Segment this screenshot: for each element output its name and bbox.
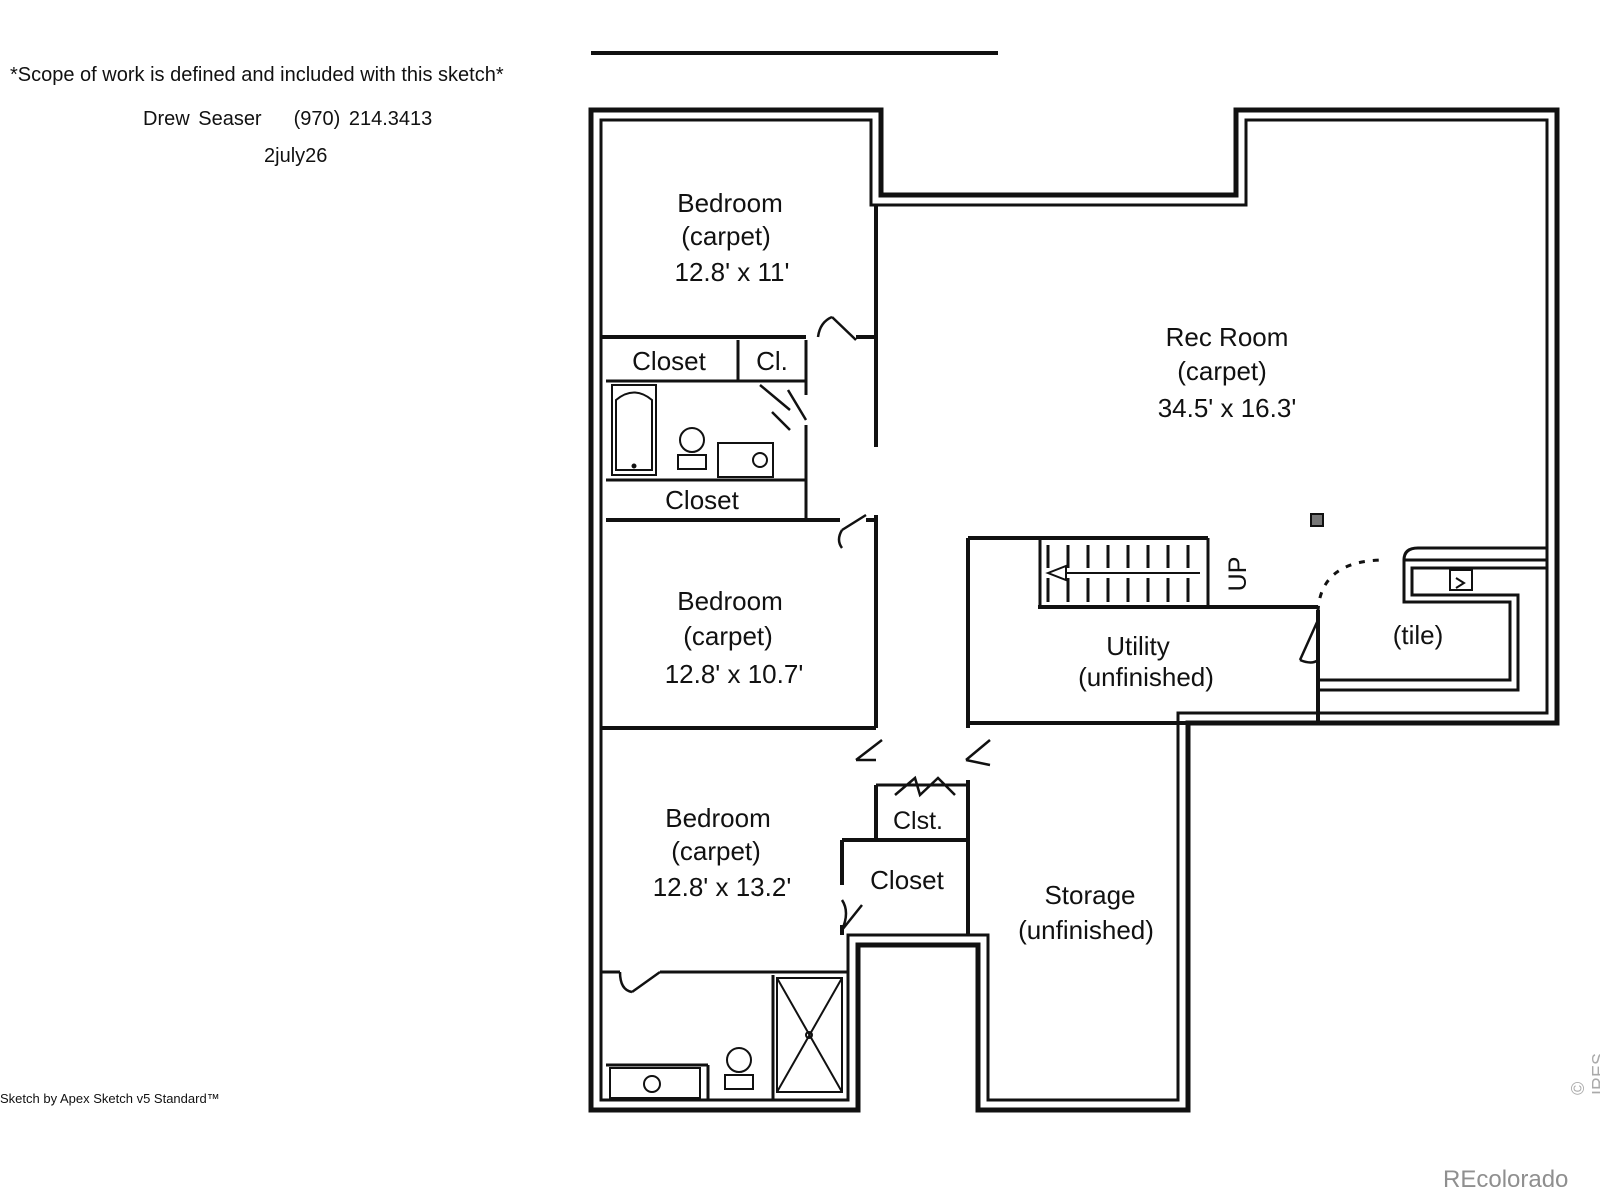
scope-note: *Scope of work is defined and included w… (10, 64, 504, 86)
post-icon (1310, 513, 1324, 527)
sink-icon (717, 442, 774, 478)
rec-room-name: Rec Room (1166, 322, 1289, 352)
door-icon (894, 775, 956, 798)
bedroom-top-name: Bedroom (677, 188, 783, 218)
recolorado-watermark: REcolorado (1443, 1166, 1569, 1193)
stairs-up-label: UP (1224, 557, 1252, 592)
staircase (1045, 545, 1200, 602)
bedroom-mid-size: 12.8' x 10.7' (665, 659, 804, 689)
walls (588, 107, 1560, 1113)
closet-3-label: Closet (870, 865, 944, 895)
bedroom-bottom-name: Bedroom (665, 803, 771, 833)
toilet-icon (724, 1047, 754, 1090)
sketch-date: 2july26 (264, 145, 328, 167)
stair-arrow-icon (1045, 564, 1067, 582)
contact-line: Drew Seaser (970) 214.3413 (143, 108, 432, 131)
closet-cl-label: Cl. (756, 346, 788, 376)
utility-name: Utility (1106, 631, 1170, 661)
bathtub-icon (611, 384, 657, 476)
bedroom-bottom-size: 12.8' x 13.2' (653, 872, 792, 902)
toilet-icon (677, 427, 707, 470)
contact-name: Drew Seaser (143, 108, 262, 130)
door-icon (618, 970, 661, 994)
doors (618, 315, 1386, 994)
storage-name: Storage (1044, 880, 1135, 910)
storage-floor: (unfinished) (1018, 915, 1154, 945)
door-icon (759, 384, 808, 431)
rec-room-floor: (carpet) (1177, 356, 1267, 386)
closet-1-label: Closet (632, 346, 706, 376)
tile-floor: (tile) (1393, 620, 1444, 650)
bedroom-top-size: 12.8' x 11' (675, 257, 790, 287)
bedroom-bottom-floor: (carpet) (671, 836, 761, 866)
water-heater-icon (1449, 569, 1473, 591)
bedroom-mid-floor: (carpet) (683, 621, 773, 651)
exterior-wall-inner (599, 118, 1549, 1102)
contact-phone: (970) 214.3413 (293, 108, 433, 130)
rec-room-size: 34.5' x 16.3' (1158, 393, 1297, 423)
closet-2-label: Closet (665, 485, 739, 515)
door-icon (816, 315, 857, 341)
fixtures (609, 384, 1473, 1099)
door-icon (965, 739, 991, 767)
software-credit: Sketch by Apex Sketch v5 Standard™ (0, 1091, 220, 1106)
room-labels: Bedroom (carpet) 12.8' x 11' Closet Cl. … (632, 188, 1443, 945)
sink-icon (609, 1067, 701, 1099)
door-icon (837, 513, 867, 549)
bedroom-top-floor: (carpet) (681, 221, 771, 251)
shower-icon (776, 977, 843, 1093)
bedroom-mid-name: Bedroom (677, 586, 783, 616)
door-swing-icon (1316, 558, 1386, 613)
closet-clst-label: Clst. (893, 807, 943, 835)
door-icon (855, 739, 883, 762)
utility-floor: (unfinished) (1078, 662, 1214, 692)
door-icon (1298, 619, 1320, 664)
door-icon (840, 899, 863, 931)
